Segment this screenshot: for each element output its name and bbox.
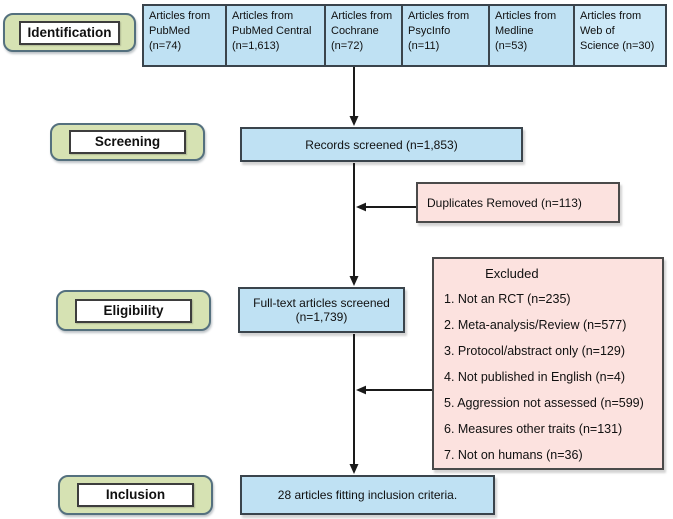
source-box-web-of-science: Articles from Web of Science (n=30) — [573, 4, 667, 67]
stage-label-eligibility: Eligibility — [56, 290, 211, 331]
source-box-pubmed: Articles from PubMed (n=74) — [142, 4, 227, 67]
source-box-medline: Articles from Medline (n=53) — [488, 4, 575, 67]
stage-label-inclusion-text: Inclusion — [76, 483, 195, 507]
excluded-title: Excluded — [485, 266, 539, 281]
duplicates-removed-box: Duplicates Removed (n=113) — [416, 182, 620, 223]
excluded-item: 3. Protocol/abstract only (n=129) — [444, 344, 625, 358]
arrow-excluded-to-flowline — [356, 385, 432, 395]
arrow-duplicates-to-flowline — [356, 202, 416, 212]
stage-label-inclusion: Inclusion — [58, 475, 213, 515]
inclusion-result-box: 28 articles fitting inclusion criteria. — [240, 475, 495, 515]
source-box-psycinfo: Articles from PsycInfo (n=11) — [401, 4, 490, 67]
stage-label-screening: Screening — [50, 123, 205, 161]
stage-label-eligibility-text: Eligibility — [74, 298, 193, 323]
source-box-cochrane: Articles from Cochrane (n=72) — [324, 4, 403, 67]
arrow-sources-to-records — [349, 67, 359, 126]
excluded-item: 1. Not an RCT (n=235) — [444, 292, 571, 306]
stage-label-screening-text: Screening — [68, 130, 187, 154]
excluded-item: 2. Meta-analysis/Review (n=577) — [444, 318, 627, 332]
excluded-item: 5. Aggression not assessed (n=599) — [444, 396, 644, 410]
excluded-item: 7. Not on humans (n=36) — [444, 448, 583, 462]
stage-label-identification: Identification — [3, 13, 136, 52]
source-box-pubmed-central: Articles from PubMed Central (n=1,613) — [225, 4, 326, 67]
arrow-fulltext-to-inclusion — [349, 334, 359, 474]
excluded-box: Excluded 1. Not an RCT (n=235) 2. Meta-a… — [432, 257, 664, 470]
arrow-records-to-fulltext — [349, 163, 359, 286]
records-screened-box: Records screened (n=1,853) — [240, 127, 523, 162]
excluded-item: 6. Measures other traits (n=131) — [444, 422, 623, 436]
excluded-item: 4. Not published in English (n=4) — [444, 370, 626, 384]
stage-label-identification-text: Identification — [19, 20, 120, 45]
fulltext-screened-box: Full-text articles screened (n=1,739) — [238, 287, 405, 333]
